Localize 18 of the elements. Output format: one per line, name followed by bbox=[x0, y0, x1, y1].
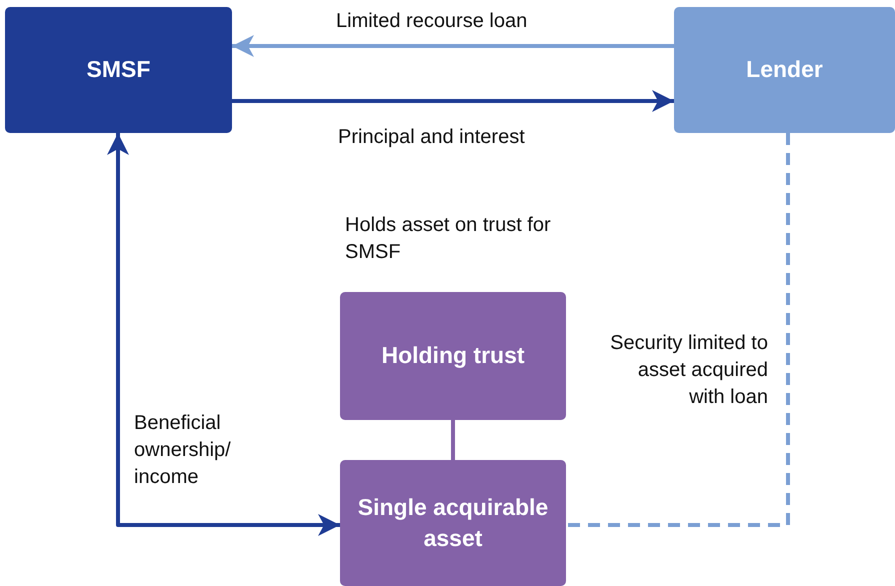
process-box bbox=[5, 7, 232, 133]
connector-line bbox=[451, 420, 455, 460]
connector-line bbox=[566, 133, 790, 527]
box-label: Lender bbox=[746, 55, 823, 84]
box-label: SMSF bbox=[86, 55, 150, 84]
edge-label: Limited recourse loan bbox=[336, 9, 528, 34]
edge-label: Security limited to asset acquired with loan bbox=[609, 331, 768, 410]
arrow bbox=[232, 35, 674, 57]
process-box bbox=[340, 460, 566, 586]
edge-label: Principal and interest bbox=[338, 125, 526, 150]
edge-label: Beneficial ownership/ income bbox=[134, 411, 232, 490]
arrow bbox=[107, 133, 340, 536]
box-label: Single acquirable asset bbox=[356, 492, 550, 553]
box-label: Holding trust bbox=[381, 341, 525, 370]
process-box bbox=[340, 292, 566, 420]
process-box bbox=[674, 7, 895, 133]
box-caption: Holds asset on trust for SMSF bbox=[345, 213, 552, 265]
arrow bbox=[232, 90, 674, 112]
